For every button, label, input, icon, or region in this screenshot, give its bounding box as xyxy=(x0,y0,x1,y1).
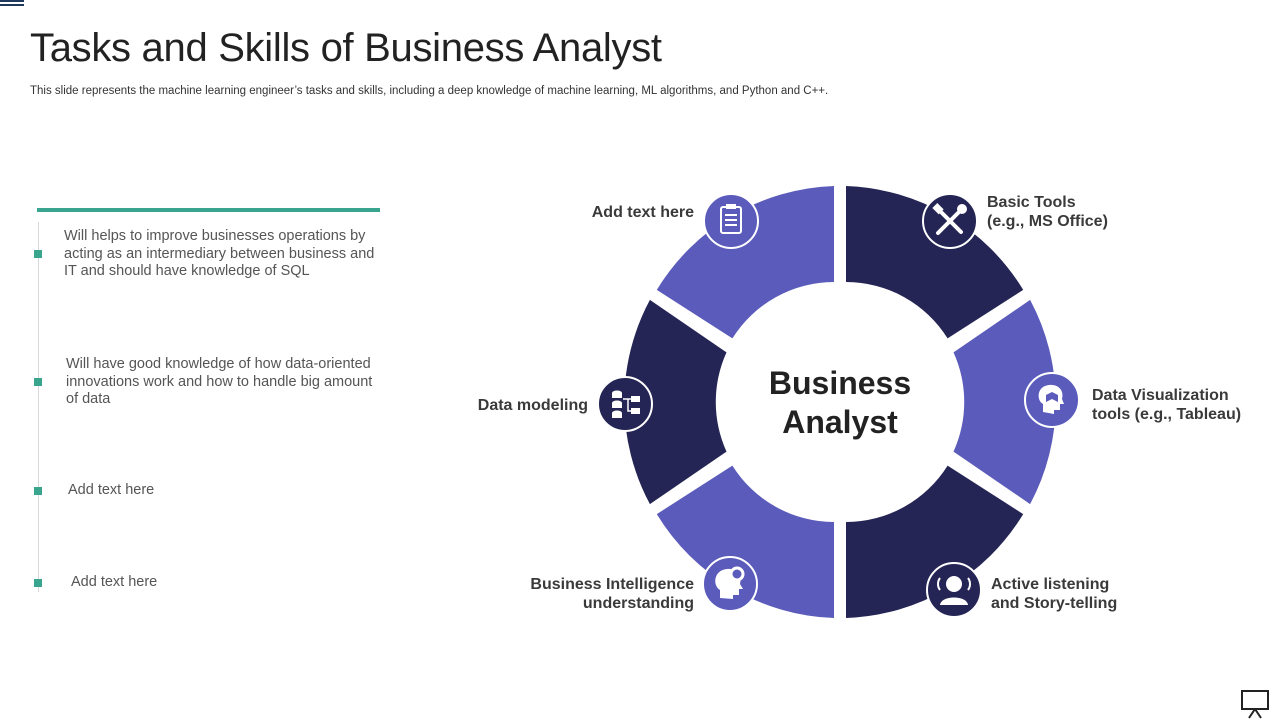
list-item: Add text here xyxy=(71,574,158,590)
listening-person-icon xyxy=(926,562,982,618)
bullet-marker xyxy=(34,250,42,258)
segment-label-add-text: Add text here xyxy=(591,204,694,221)
segment-label-basic-tools: Basic Tools (e.g., MS Office) xyxy=(987,194,1108,230)
corner-mark xyxy=(0,0,24,6)
center-line-1: Business xyxy=(768,365,912,401)
wheel-segment-add-text xyxy=(656,186,834,339)
tools-icon xyxy=(922,193,978,249)
timeline-line xyxy=(38,222,39,592)
database-flow-icon xyxy=(597,376,653,432)
list-item: Will helps to improve businesses operati… xyxy=(64,228,375,279)
center-line-2: Analyst xyxy=(782,404,898,440)
segment-label-active-listening: Active listening and Story-telling xyxy=(991,576,1118,612)
wheel-segment-active-listening xyxy=(846,465,1024,618)
list-item: Add text here xyxy=(68,482,155,498)
bullet-marker xyxy=(34,487,42,495)
presentation-icon xyxy=(1241,690,1269,719)
clipboard-icon xyxy=(703,193,759,249)
segment-label-data-modeling: Data modeling xyxy=(477,397,588,414)
slide-title: Tasks and Skills of Business Analyst xyxy=(30,26,662,70)
list-item: Will have good knowledge of how data-ori… xyxy=(66,356,373,407)
wheel-segment-data-modeling xyxy=(624,299,727,505)
wheel-segment-business-intelligence xyxy=(656,465,834,618)
left-list-panel: Will helps to improve businesses operati… xyxy=(30,208,390,608)
segment-label-business-intelligence: Business Intelligence understanding xyxy=(530,576,694,612)
segment-label-data-visualization: Data Visualization tools (e.g., Tableau) xyxy=(1092,387,1242,423)
bullet-marker xyxy=(34,579,42,587)
bullet-marker xyxy=(34,378,42,386)
head-book-icon xyxy=(1024,372,1080,428)
head-gear-icon xyxy=(702,556,758,612)
slide-subtitle: This slide represents the machine learni… xyxy=(30,85,829,97)
wheel-segment-data-visualization xyxy=(953,299,1056,505)
wheel-segment-basic-tools xyxy=(846,186,1024,339)
accent-bar xyxy=(37,208,380,212)
wheel-center-label: Business Analyst xyxy=(740,364,940,442)
